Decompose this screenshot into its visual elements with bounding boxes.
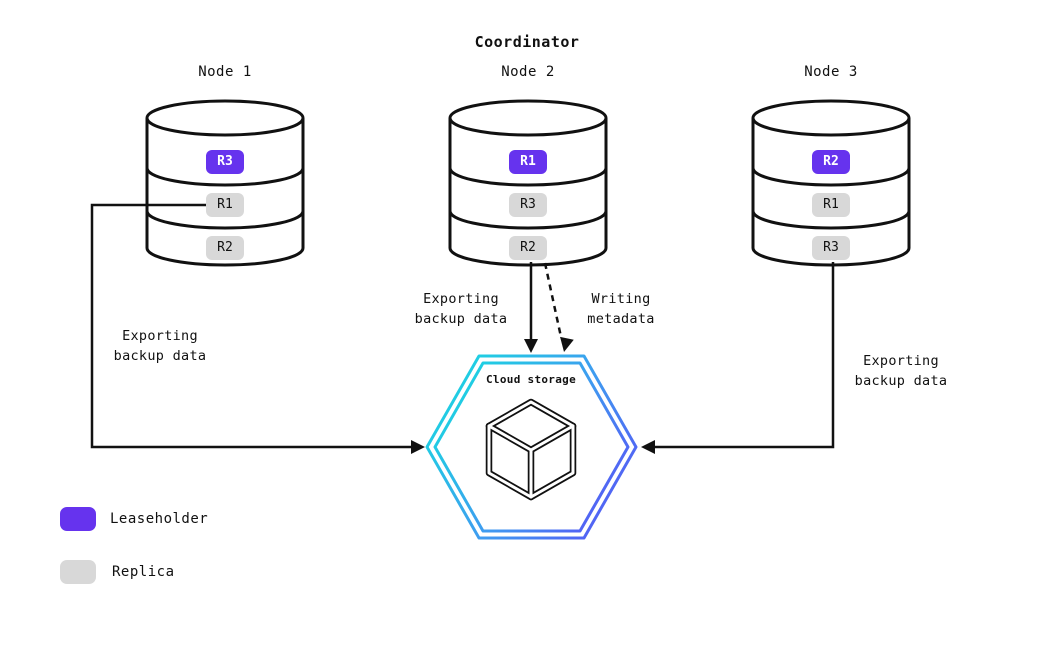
node2-label: Node 2	[501, 64, 555, 80]
legend-leaseholder-swatch	[60, 507, 96, 531]
node2-metadata-arrow	[543, 262, 574, 352]
node2-export-arrow	[524, 262, 538, 353]
node2-badge-replica-2: R2	[509, 236, 547, 260]
node1-badge-replica-1: R1	[206, 193, 244, 217]
node3-export-label: Exporting backup data	[821, 351, 981, 391]
node1-cylinder	[145, 99, 305, 267]
node2-metadata-label-line2: metadata	[587, 311, 655, 327]
node2-cylinder	[448, 99, 608, 267]
node2-badge-replica-1: R3	[509, 193, 547, 217]
node1-export-arrow	[90, 203, 425, 454]
node3-badge-leaseholder: R2	[812, 150, 850, 174]
node1-export-label: Exporting backup data	[80, 326, 240, 366]
node2-badge-leaseholder: R1	[509, 150, 547, 174]
node3-badge-replica-2: R3	[812, 236, 850, 260]
node2-export-label-line1: Exporting	[423, 291, 499, 307]
node2-metadata-label: Writing metadata	[541, 289, 701, 329]
node1-badge-leaseholder: R3	[206, 150, 244, 174]
node3-export-label-line2: backup data	[854, 373, 948, 389]
node3-cylinder	[751, 99, 911, 267]
node3-label: Node 3	[804, 64, 858, 80]
legend-leaseholder-label: Leaseholder	[110, 511, 209, 527]
cloud-storage-label: Cloud storage	[486, 373, 576, 386]
node2-metadata-label-line1: Writing	[591, 291, 651, 307]
diagram-title: Coordinator	[474, 33, 580, 51]
node1-label: Node 1	[198, 64, 252, 80]
node1-export-label-line1: Exporting	[122, 328, 198, 344]
cube-icon	[485, 398, 577, 501]
node2-export-label: Exporting backup data	[381, 289, 541, 329]
node3-export-arrow	[641, 262, 835, 454]
node2-export-label-line2: backup data	[414, 311, 508, 327]
node3-export-label-line1: Exporting	[863, 353, 939, 369]
legend-replica-swatch	[60, 560, 96, 584]
node3-badge-replica-1: R1	[812, 193, 850, 217]
node1-badge-replica-2: R2	[206, 236, 244, 260]
node1-export-label-line2: backup data	[113, 348, 207, 364]
legend-replica-label: Replica	[112, 564, 175, 580]
